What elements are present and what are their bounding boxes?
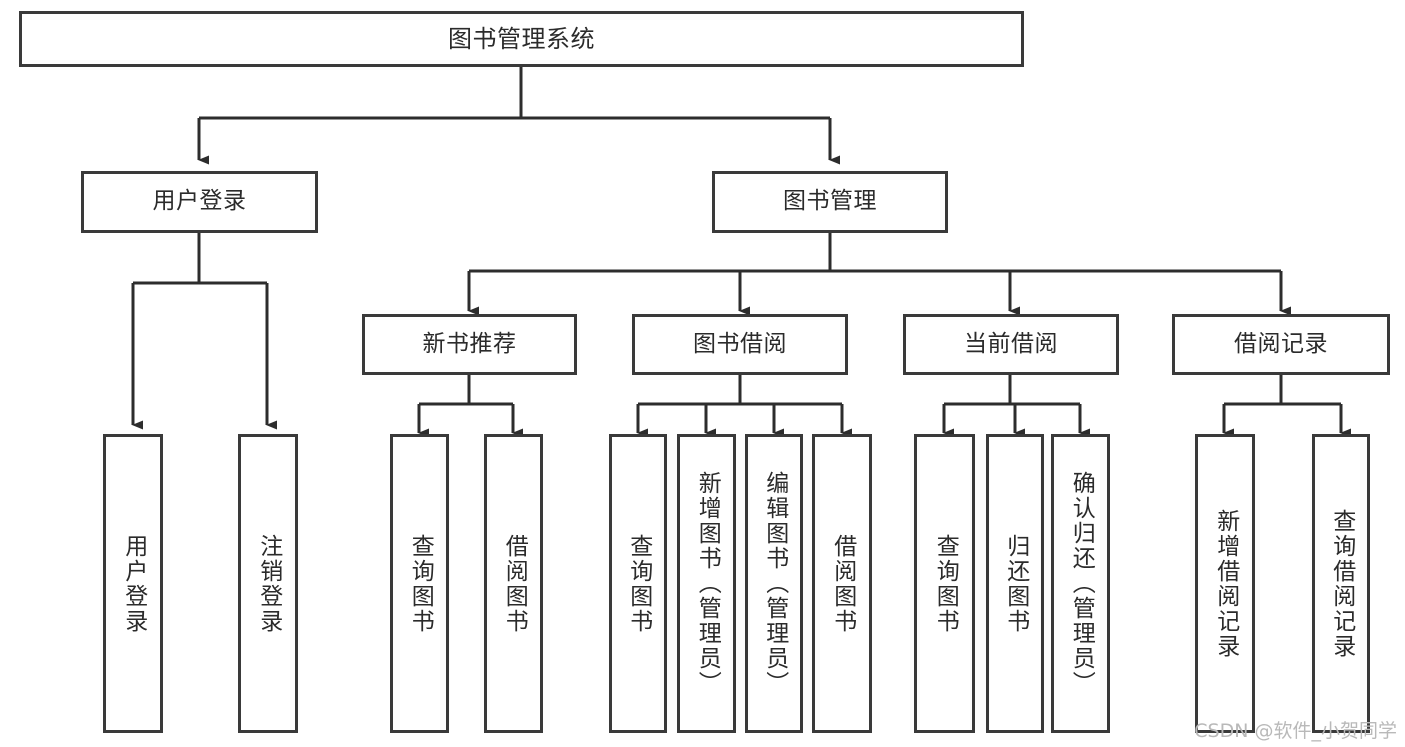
node-leaf-return-book[interactable]: 归还图书 [986, 434, 1044, 733]
node-root-system[interactable]: 图书管理系统 [19, 11, 1024, 67]
node-label: 借阅记录 [1234, 330, 1328, 357]
node-user-login[interactable]: 用户登录 [81, 171, 318, 233]
node-label: 图书管理系统 [448, 24, 595, 53]
node-leaf-borrow-book-nb[interactable]: 借阅图书 [484, 434, 543, 733]
node-label: 新书推荐 [422, 330, 517, 357]
node-label: 新增图书（管理员） [694, 471, 721, 696]
node-leaf-add-book-admin[interactable]: 新增图书（管理员） [677, 434, 736, 733]
node-leaf-query-book-nb[interactable]: 查询图书 [390, 434, 449, 733]
node-label: 用户登录 [120, 533, 147, 634]
node-label: 编辑图书（管理员） [761, 471, 788, 696]
node-borrow-record[interactable]: 借阅记录 [1172, 314, 1390, 375]
node-new-book-recommend[interactable]: 新书推荐 [362, 314, 577, 375]
node-leaf-add-borrow-record[interactable]: 新增借阅记录 [1195, 434, 1255, 733]
watermark-text: CSDN @软件_小贺同学 [1194, 720, 1397, 742]
node-label: 查询图书 [407, 533, 434, 634]
node-label: 图书借阅 [693, 330, 787, 357]
node-book-borrow[interactable]: 图书借阅 [632, 314, 848, 375]
node-label: 查询借阅记录 [1328, 508, 1355, 659]
node-leaf-borrow-book-bb[interactable]: 借阅图书 [812, 434, 872, 733]
node-leaf-query-book-bb[interactable]: 查询图书 [609, 434, 667, 733]
node-label: 归还图书 [1002, 533, 1029, 634]
node-label: 借阅图书 [501, 533, 528, 634]
node-leaf-confirm-return-admin[interactable]: 确认归还（管理员） [1051, 434, 1110, 733]
node-book-manage[interactable]: 图书管理 [712, 171, 948, 233]
node-label: 查询图书 [932, 533, 959, 634]
node-current-borrow[interactable]: 当前借阅 [903, 314, 1119, 375]
node-label: 用户登录 [152, 188, 247, 215]
node-leaf-edit-book-admin[interactable]: 编辑图书（管理员） [745, 434, 803, 733]
node-leaf-query-book-cb[interactable]: 查询图书 [914, 434, 975, 733]
node-leaf-user-login[interactable]: 用户登录 [103, 434, 163, 733]
node-leaf-logout[interactable]: 注销登录 [238, 434, 298, 733]
node-leaf-query-borrow-record[interactable]: 查询借阅记录 [1312, 434, 1370, 733]
node-label: 新增借阅记录 [1212, 508, 1239, 659]
node-label: 当前借阅 [964, 330, 1058, 357]
node-label: 借阅图书 [829, 533, 856, 634]
node-label: 注销登录 [255, 533, 282, 634]
node-label: 图书管理 [783, 188, 877, 215]
node-label: 确认归还（管理员） [1068, 471, 1095, 696]
node-label: 查询图书 [625, 533, 652, 634]
